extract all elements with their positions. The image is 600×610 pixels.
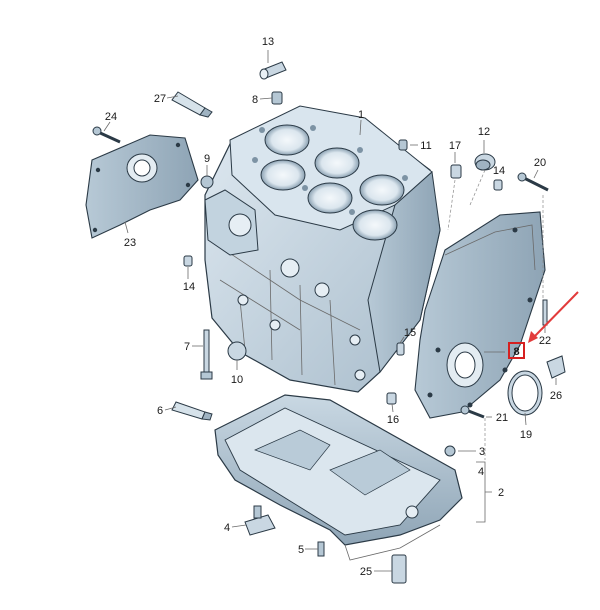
label-part-13: 13 <box>262 36 274 48</box>
label-part-9: 9 <box>204 153 210 165</box>
sealant-tube-top <box>171 91 213 118</box>
drain-plug-3 <box>444 445 456 457</box>
label-part-8-highlighted: 8 <box>513 346 519 358</box>
label-part-2: 2 <box>498 487 504 499</box>
part-labels: 1 2 3 4 4 5 6 7 8 8 9 10 11 12 13 14 14 … <box>105 36 562 578</box>
sleeve-17 <box>450 164 462 179</box>
label-part-24: 24 <box>105 111 117 123</box>
oil-pan <box>214 394 463 561</box>
plug-9 <box>200 175 214 189</box>
label-part-12: 12 <box>478 126 490 138</box>
label-part-6: 6 <box>157 405 163 417</box>
label-part-26: 26 <box>550 390 562 402</box>
label-part-8-top: 8 <box>252 94 258 106</box>
highlight-arrow <box>528 291 579 343</box>
sealant-tube-bottom <box>171 401 213 421</box>
plug-10 <box>227 341 247 361</box>
highlight-box <box>508 342 525 359</box>
long-bolt-7 <box>200 329 213 380</box>
timing-cover-plate <box>414 211 546 419</box>
label-part-4-right: 4 <box>478 466 484 478</box>
bracket-26 <box>546 355 566 379</box>
label-part-25: 25 <box>360 566 372 578</box>
label-part-1: 1 <box>358 109 364 121</box>
sender-25 <box>391 554 407 584</box>
cap-12 <box>474 153 496 171</box>
label-part-20: 20 <box>534 157 546 169</box>
stud-11 <box>398 139 408 151</box>
label-part-11: 11 <box>420 140 431 152</box>
label-part-23: 23 <box>124 237 136 249</box>
screw-5 <box>317 541 325 557</box>
label-part-4-left: 4 <box>224 522 230 534</box>
label-part-14-left: 14 <box>183 281 195 293</box>
dowel-sleeve <box>259 61 287 80</box>
label-part-15: 15 <box>404 327 416 339</box>
pin-14-left <box>183 255 193 267</box>
label-part-19: 19 <box>520 429 532 441</box>
label-part-10: 10 <box>231 374 243 386</box>
bolt-20 <box>517 172 549 192</box>
bolt-21 <box>460 405 485 419</box>
sleeve-16 <box>386 392 397 405</box>
oil-level-sensor <box>244 505 276 536</box>
leader-lines <box>103 50 557 572</box>
label-part-5: 5 <box>298 544 304 556</box>
label-part-27: 27 <box>154 93 166 105</box>
bolt-22 <box>542 299 548 326</box>
bolt-flange <box>92 126 121 144</box>
seal-ring-19 <box>507 370 543 416</box>
dowel-15 <box>396 342 405 356</box>
pin-14-top <box>493 179 503 191</box>
label-part-22: 22 <box>539 335 551 347</box>
label-part-14-top: 14 <box>493 165 505 177</box>
label-part-3: 3 <box>479 446 485 458</box>
rear-seal-flange <box>85 134 199 239</box>
engine-block <box>204 105 441 393</box>
label-part-7: 7 <box>184 341 190 353</box>
label-part-17: 17 <box>449 140 461 152</box>
plug-top <box>271 91 283 105</box>
label-part-16: 16 <box>387 414 399 426</box>
label-part-21: 21 <box>496 412 508 424</box>
